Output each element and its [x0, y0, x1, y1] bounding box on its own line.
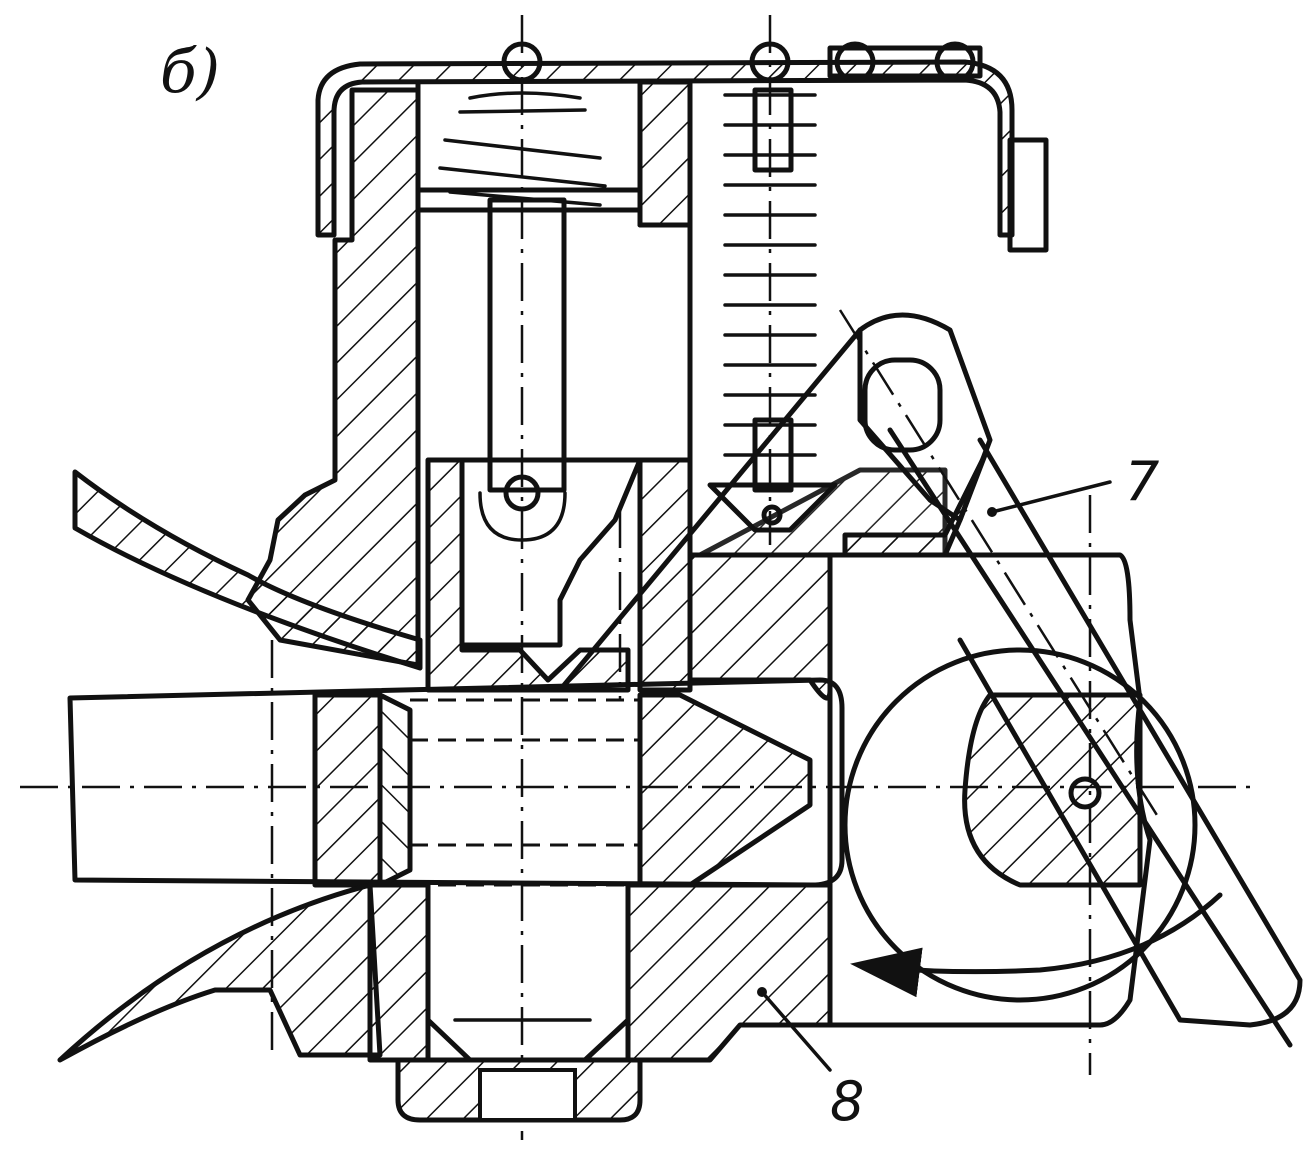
leader-7 — [990, 480, 1112, 514]
housing-left-wall — [72, 87, 423, 671]
horizontal-shaft — [67, 677, 845, 888]
return-spring — [707, 87, 838, 533]
leader-8 — [760, 990, 832, 1072]
housing-lower — [57, 882, 833, 1123]
panel-label: б) — [160, 37, 220, 107]
center-lines — [20, 495, 1250, 1075]
callout-8: 8 — [830, 1070, 864, 1133]
callout-7: 7 — [1125, 450, 1159, 513]
top-cover — [315, 41, 1049, 253]
lever-7 — [838, 309, 1303, 1048]
cam-wheel — [827, 552, 1223, 1028]
leader-8-dot — [757, 987, 767, 997]
slider-block — [459, 457, 643, 648]
leader-7-dot — [987, 507, 997, 517]
central-bushing — [425, 457, 693, 693]
